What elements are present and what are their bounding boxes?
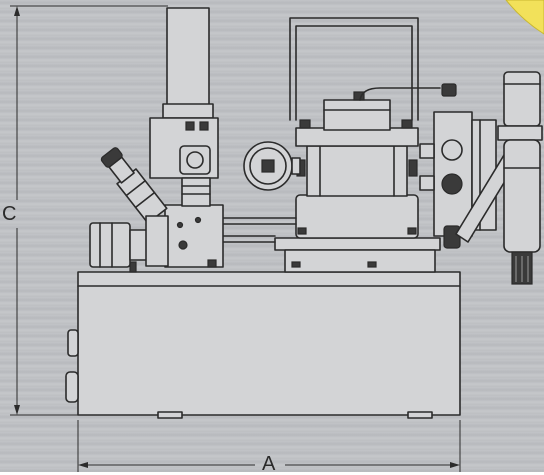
dimension-a xyxy=(77,420,461,472)
corner-accent xyxy=(505,0,544,35)
mounting-plate xyxy=(274,237,441,251)
tubing xyxy=(221,217,297,243)
dimension-c xyxy=(10,5,168,416)
top-cover xyxy=(289,17,457,131)
air-regulator xyxy=(497,71,543,285)
dimension-a-label: A xyxy=(262,453,276,475)
coupler-fitting xyxy=(89,215,169,268)
valve-block xyxy=(164,204,224,268)
motor-body xyxy=(295,119,419,239)
dimension-c-label: C xyxy=(2,203,17,225)
solenoid-valve xyxy=(149,7,219,207)
reservoir-tank xyxy=(65,261,461,419)
directional-valve xyxy=(419,111,497,249)
relief-valve xyxy=(100,147,168,224)
pressure-gauge xyxy=(243,141,301,191)
